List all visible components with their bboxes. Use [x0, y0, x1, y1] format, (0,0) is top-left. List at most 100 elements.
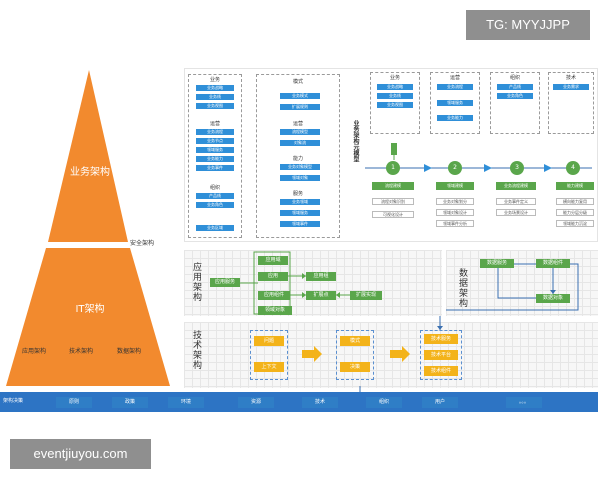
- tech-arrows: [302, 346, 410, 362]
- tech-arch-panel: [184, 322, 598, 388]
- biz-col1-g3-item3: 业务区域: [196, 225, 234, 231]
- biz-col1-g2-item1: 业务流程: [196, 129, 234, 135]
- tech-left-group: [250, 330, 288, 380]
- data-arch-panel: [446, 250, 598, 316]
- biz-col1-g2-item4: 业务能力: [196, 156, 234, 162]
- biz-col1-g3-item2: 业务角色: [196, 202, 234, 208]
- decision-item-principle: 原则: [56, 397, 92, 408]
- biz-right-g3-title: 组织: [509, 75, 520, 81]
- biz-col2-g2-item2: 对象流: [280, 140, 320, 146]
- biz-col2-g4-item3: 领域事件: [280, 221, 320, 227]
- pyramid-app-label: 应用架构: [22, 348, 47, 355]
- step2-item1: 领域建模: [436, 182, 474, 190]
- decision-item-user: 用户: [422, 397, 458, 408]
- app-arch-label: 应用架构: [191, 262, 201, 302]
- step2-item2: 业务对象划分: [436, 198, 474, 205]
- biz-col2-g3-item2: 领域对象: [280, 175, 320, 181]
- biz-right-g2-item1: 业务流程: [437, 84, 473, 90]
- biz-right-g1-title: 业务: [389, 75, 400, 81]
- data-arch-label: 数据架构: [457, 268, 467, 308]
- biz-right-g2-title: 运营: [449, 75, 460, 81]
- biz-right-g1-item1: 业务战略: [377, 84, 413, 90]
- step4-item4: 领域能力沉淀: [556, 220, 594, 227]
- step1-item3: 可视化设计: [372, 211, 414, 218]
- biz-right-g1-item2: 业务线: [377, 93, 413, 99]
- biz-col1-g2-item5: 业务事件: [196, 165, 234, 171]
- biz-col2-g4-title: 服务: [292, 191, 303, 197]
- ext-impl-node: 扩展实现: [350, 291, 382, 300]
- biz-step4: 4: [566, 161, 580, 175]
- tech-component: 技术组件: [424, 366, 458, 376]
- biz-model-title: 业务架构元模型: [352, 120, 359, 162]
- biz-right-g4-item1: 业务需求: [553, 84, 589, 90]
- biz-right-g1-item3: 业务视图: [377, 102, 413, 108]
- decision-item-resource: 资源: [238, 397, 274, 408]
- biz-right-g1: [370, 72, 420, 134]
- biz-col1-g2-item2: 业务节点: [196, 138, 234, 144]
- watermark-top: TG: MYYJJPP: [466, 10, 590, 40]
- biz-col2-g3-item1: 业务对象模型: [280, 164, 320, 170]
- data-object-node: 数据对象: [536, 294, 570, 303]
- decision-item-organization: 组织: [366, 397, 402, 408]
- biz-step3: 3: [510, 161, 524, 175]
- step1-item2: 流程对象识别: [372, 198, 414, 205]
- biz-col1-g2-title: 运营: [209, 121, 220, 127]
- app-domain-node: 应用域: [258, 256, 288, 265]
- tech-pattern: 模式: [340, 336, 370, 346]
- biz-col1-g1-item2: 业务线: [196, 94, 234, 100]
- app-group-node: 应用组: [306, 272, 336, 281]
- app-arch-links: [240, 251, 350, 315]
- step1-item1: 流程建模: [372, 182, 414, 190]
- data-arch-links: [446, 263, 579, 311]
- pyramid-top-label: 业务架构: [70, 167, 110, 178]
- biz-right-g2-item3: 业务能力: [437, 115, 473, 121]
- pyramid-mid-label: IT架构: [75, 304, 105, 315]
- decision-bar-label: 架构决策: [3, 398, 24, 404]
- step2-item3: 领域对象设计: [436, 209, 474, 216]
- biz-col2-g4-item2: 领域服务: [280, 210, 320, 216]
- app-component-node: 应用组件: [258, 291, 290, 300]
- biz-right-g4-title: 技术: [565, 75, 576, 81]
- tech-arch-label: 技术架构: [191, 330, 201, 370]
- decision-item-technology: 技术: [302, 397, 338, 408]
- decision-item-more: 。。。: [506, 397, 542, 408]
- biz-col2-g1-item1: 业务模式: [280, 93, 320, 99]
- pyramid-tech-label: 技术架构: [69, 348, 94, 355]
- tech-links: [359, 316, 443, 394]
- biz-right-g3-item1: 产品线: [497, 84, 533, 90]
- biz-col1-g1-title: 业务: [209, 77, 220, 83]
- tech-problem: 问题: [254, 336, 284, 346]
- biz-step2: 2: [448, 161, 462, 175]
- biz-col1-g3-title: 组织: [209, 185, 220, 191]
- domain-object-node: 领域对象: [258, 306, 292, 315]
- biz-col1-g3-item1: 产品线: [196, 193, 234, 199]
- pyramid-data-label: 数据架构: [117, 348, 142, 355]
- step3-item2: 业务事件定义: [496, 198, 536, 205]
- biz-right-g3: [490, 72, 540, 134]
- biz-col1-g1-item1: 业务战略: [196, 85, 234, 91]
- watermark-bottom: eventjiuyou.com: [10, 439, 151, 469]
- biz-right-g4: [548, 72, 594, 134]
- app-service-node: 应用服务: [210, 278, 240, 287]
- biz-col1-g2-item3: 领域服务: [196, 147, 234, 153]
- step4-item3: 能力分层分级: [556, 209, 594, 216]
- step4-item1: 能力建模: [556, 182, 594, 190]
- decision-item-policy: 政策: [112, 397, 148, 408]
- data-component-node: 数据组件: [536, 259, 570, 268]
- step3-item1: 业务流程建模: [496, 182, 536, 190]
- biz-col2-g1-title: 模式: [292, 79, 303, 85]
- biz-col1: [188, 74, 242, 238]
- biz-col2-g3-title: 能力: [292, 156, 303, 162]
- biz-right-g3-item2: 业务角色: [497, 93, 533, 99]
- biz-col2-g1-item2: 扩展规则: [280, 104, 320, 110]
- ext-point-node: 扩展点: [306, 291, 336, 300]
- biz-right-g2-item2: 领域服务: [437, 100, 473, 106]
- tech-context: 上下文: [254, 362, 284, 372]
- tech-mid-group: [336, 330, 374, 380]
- security-label: 安全架构: [130, 240, 155, 247]
- decision-item-environment: 环境: [168, 397, 204, 408]
- pyramid-shape: [6, 70, 170, 386]
- biz-col2-g2-title: 运营: [292, 121, 303, 127]
- app-node: 应用: [258, 272, 288, 281]
- tech-decision: 决策: [340, 362, 370, 372]
